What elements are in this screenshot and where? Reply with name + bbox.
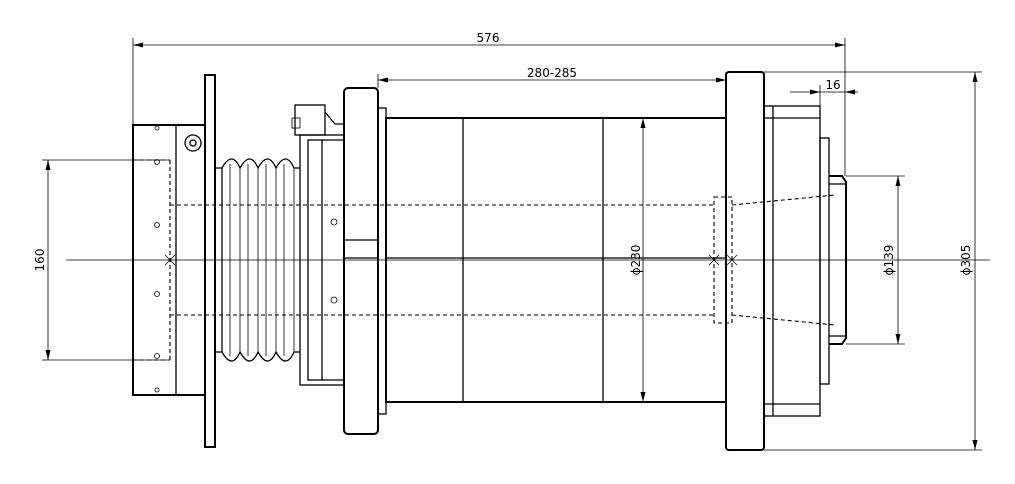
dim-flange-diameter — [764, 71, 982, 451]
dim-body-diameter-label: ϕ230 — [629, 245, 643, 276]
mount-plate — [204, 74, 216, 448]
center-marks — [164, 254, 738, 266]
dim-nose-diameter-label: ϕ139 — [882, 245, 896, 276]
spindle-nose — [819, 137, 847, 385]
housing-flange — [343, 87, 387, 435]
front-flange — [725, 71, 821, 451]
dim-body-diameter — [640, 118, 646, 402]
rear-cap — [291, 104, 345, 386]
dim-nose-diameter — [846, 175, 905, 345]
dim-body-length-label: 280-285 — [527, 66, 577, 80]
dim-nose-offset — [790, 85, 858, 106]
dim-center-distance — [42, 159, 170, 361]
dim-overall-length-label: 576 — [477, 31, 500, 45]
bellows — [215, 158, 300, 362]
dim-nose-offset-label: 16 — [825, 78, 840, 92]
dim-body-length — [377, 72, 727, 88]
dim-flange-diameter-label: ϕ305 — [959, 245, 973, 276]
dim-overall-length — [132, 38, 846, 176]
dim-center-distance-label: 160 — [33, 249, 47, 272]
